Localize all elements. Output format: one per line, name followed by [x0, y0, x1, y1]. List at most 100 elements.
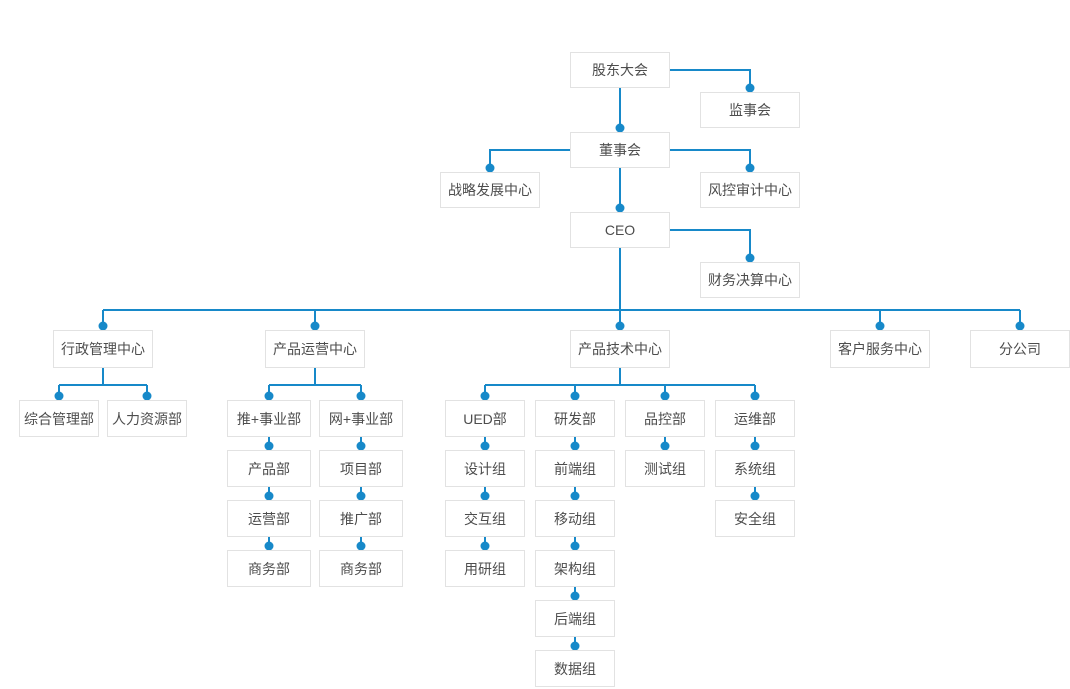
connector-dot [745, 253, 755, 263]
edge-product-tech-center [480, 368, 760, 401]
connector-dot [745, 83, 755, 93]
org-node-business-dept-tui: 商务部 [227, 550, 311, 587]
org-node-project-dept: 项目部 [319, 450, 403, 487]
connector-dot [615, 321, 625, 331]
org-node-ceo: CEO [570, 212, 670, 248]
edge-project-dept [356, 487, 366, 501]
connector-dot [264, 541, 274, 551]
connector-dot [750, 491, 760, 501]
org-node-risk-audit-center: 风控审计中心 [700, 172, 800, 208]
connector-dot [480, 391, 490, 401]
org-node-rd-dept: 研发部 [535, 400, 615, 437]
org-node-design-group: 设计组 [445, 450, 525, 487]
connector-dot [356, 441, 366, 451]
connector-dot [750, 391, 760, 401]
org-node-general-mgmt-dept: 综合管理部 [19, 400, 99, 437]
org-node-testing-group: 测试组 [625, 450, 705, 487]
org-node-ued-dept: UED部 [445, 400, 525, 437]
connector-dot [54, 391, 64, 401]
org-node-tui-business-unit: 推+事业部 [227, 400, 311, 437]
connector-dot [570, 391, 580, 401]
org-node-strategy-center: 战略发展中心 [440, 172, 540, 208]
connector-dot [570, 541, 580, 551]
connector-dot [615, 203, 625, 213]
org-node-product-ops-center: 产品运营中心 [265, 330, 365, 368]
org-node-system-group: 系统组 [715, 450, 795, 487]
org-node-board-of-directors: 董事会 [570, 132, 670, 168]
edge-shareholders [615, 88, 625, 133]
edge-board-of-directors [670, 149, 755, 173]
org-node-qc-dept: 品控部 [625, 400, 705, 437]
connector-dot [570, 441, 580, 451]
edge-wang-business-unit [356, 437, 366, 451]
connector-dot [570, 591, 580, 601]
org-node-branch-company: 分公司 [970, 330, 1070, 368]
connector-dot [310, 321, 320, 331]
edge-tui-business-unit [264, 437, 274, 451]
connector-dot [142, 391, 152, 401]
edge-backend-group [570, 637, 580, 651]
edge-ued-dept [480, 437, 490, 451]
org-node-admin-center: 行政管理中心 [53, 330, 153, 368]
edge-board-of-directors [615, 168, 625, 213]
org-node-operation-dept: 运营部 [227, 500, 311, 537]
connector-dot [570, 491, 580, 501]
org-node-promotion-dept: 推广部 [319, 500, 403, 537]
connector-dot [264, 441, 274, 451]
edge-admin-center [54, 368, 152, 401]
edge-rd-dept [570, 437, 580, 451]
connector-dot [480, 541, 490, 551]
org-node-product-dept: 产品部 [227, 450, 311, 487]
org-node-wang-business-unit: 网+事业部 [319, 400, 403, 437]
edge-board-of-directors [485, 149, 570, 173]
connector-dot [615, 123, 625, 133]
connector-line [670, 69, 751, 91]
connector-line [670, 229, 751, 261]
edge-interaction-group [480, 537, 490, 551]
org-node-shareholders: 股东大会 [570, 52, 670, 88]
org-node-ops-dept: 运维部 [715, 400, 795, 437]
connector-dot [1015, 321, 1025, 331]
edge-qc-dept [660, 437, 670, 451]
edge-design-group [480, 487, 490, 501]
edge-operation-dept [264, 537, 274, 551]
org-node-backend-group: 后端组 [535, 600, 615, 637]
connector-dot [745, 163, 755, 173]
org-node-customer-service-center: 客户服务中心 [830, 330, 930, 368]
connector-dot [480, 491, 490, 501]
connector-dot [485, 163, 495, 173]
org-node-interaction-group: 交互组 [445, 500, 525, 537]
connector-dot [480, 441, 490, 451]
connector-dot [356, 541, 366, 551]
edge-ceo [670, 229, 755, 263]
connector-dot [264, 391, 274, 401]
org-node-mobile-group: 移动组 [535, 500, 615, 537]
edge-product-ops-center [264, 368, 366, 401]
org-node-business-dept-wang: 商务部 [319, 550, 403, 587]
connector-dot [264, 491, 274, 501]
org-node-frontend-group: 前端组 [535, 450, 615, 487]
edge-shareholders [670, 69, 755, 93]
org-node-hr-dept: 人力资源部 [107, 400, 187, 437]
org-node-product-tech-center: 产品技术中心 [570, 330, 670, 368]
org-node-security-group: 安全组 [715, 500, 795, 537]
connector-dot [356, 491, 366, 501]
edge-architecture-group [570, 587, 580, 601]
connector-dot [660, 441, 670, 451]
org-node-finance-center: 财务决算中心 [700, 262, 800, 298]
edge-product-dept [264, 487, 274, 501]
connector-dot [98, 321, 108, 331]
org-node-supervisory-board: 监事会 [700, 92, 800, 128]
edge-system-group [750, 487, 760, 501]
edge-ceo [98, 248, 1025, 331]
edge-frontend-group [570, 487, 580, 501]
connector-dot [875, 321, 885, 331]
org-node-user-research-group: 用研组 [445, 550, 525, 587]
connector-line [670, 149, 751, 171]
edge-ops-dept [750, 437, 760, 451]
org-node-architecture-group: 架构组 [535, 550, 615, 587]
connector-dot [660, 391, 670, 401]
edge-promotion-dept [356, 537, 366, 551]
